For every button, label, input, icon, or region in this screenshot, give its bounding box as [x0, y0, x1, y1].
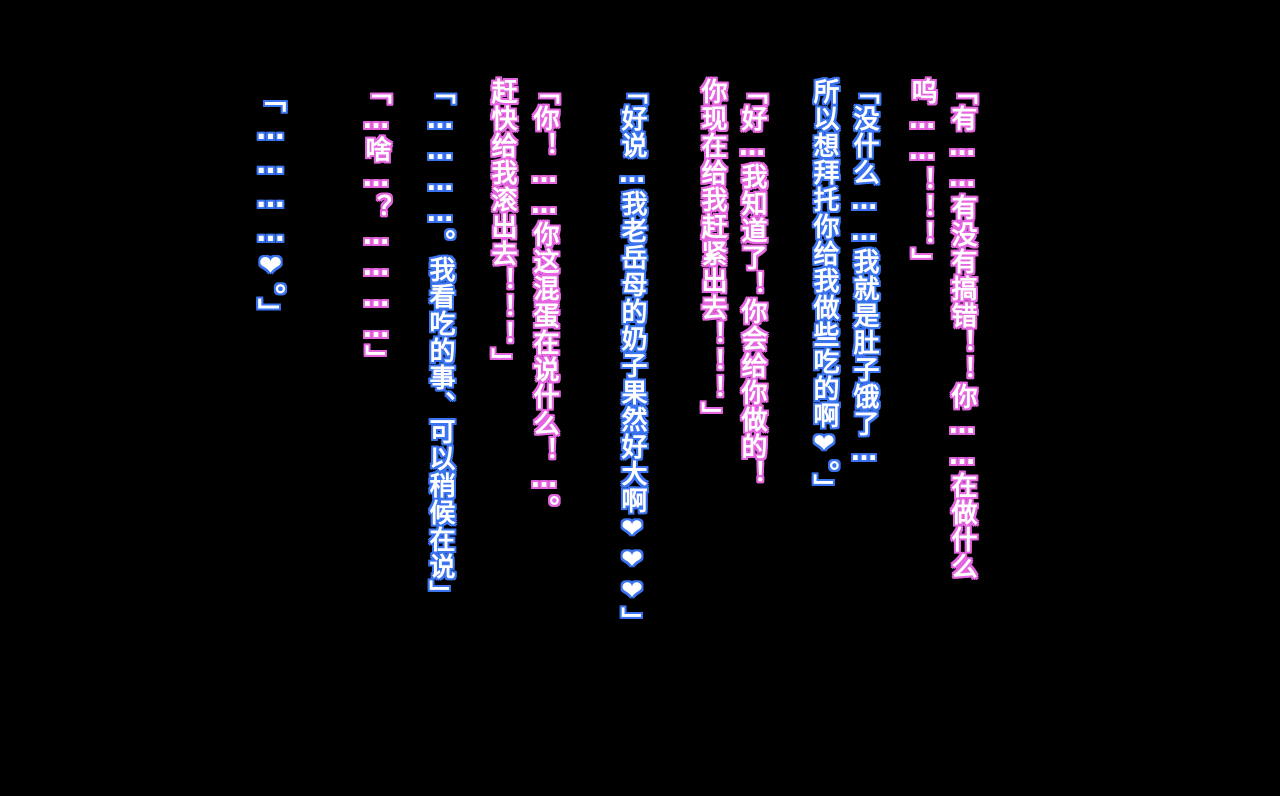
dialogue-line-2: 呜……！！！」 — [907, 78, 937, 275]
dialogue-line-9: 赶快给我滚出去！！！」 — [487, 78, 517, 375]
dialogue-line-8: 「你！……你这混蛋在说什么！…。 — [529, 78, 559, 522]
dialogue-line-1: 「有……有没有搞错！！你……在做什么 — [947, 78, 977, 580]
dialogue-line-5: 「好…我知道了！你会给你做的！ — [737, 78, 767, 487]
dialogue-line-4: 所以想拜托你给我做些吃的啊❤。」 — [809, 78, 839, 501]
dialogue-line-11: 「…啥…？…………」 — [361, 78, 391, 372]
dialogue-line-7: 「好说…我老岳母的奶子果然好大啊❤❤❤」 — [617, 78, 647, 634]
dialogue-line-12: 「…………❤。」 — [254, 84, 287, 327]
dialogue-line-3: 「没什么……我就是肚子饿了… — [849, 78, 879, 468]
dialogue-line-10: 「…………。我看吃的事、可以稍候在说」 — [425, 78, 455, 607]
dialogue-line-6: 你现在给我赶紧出去！！！」 — [697, 78, 727, 429]
